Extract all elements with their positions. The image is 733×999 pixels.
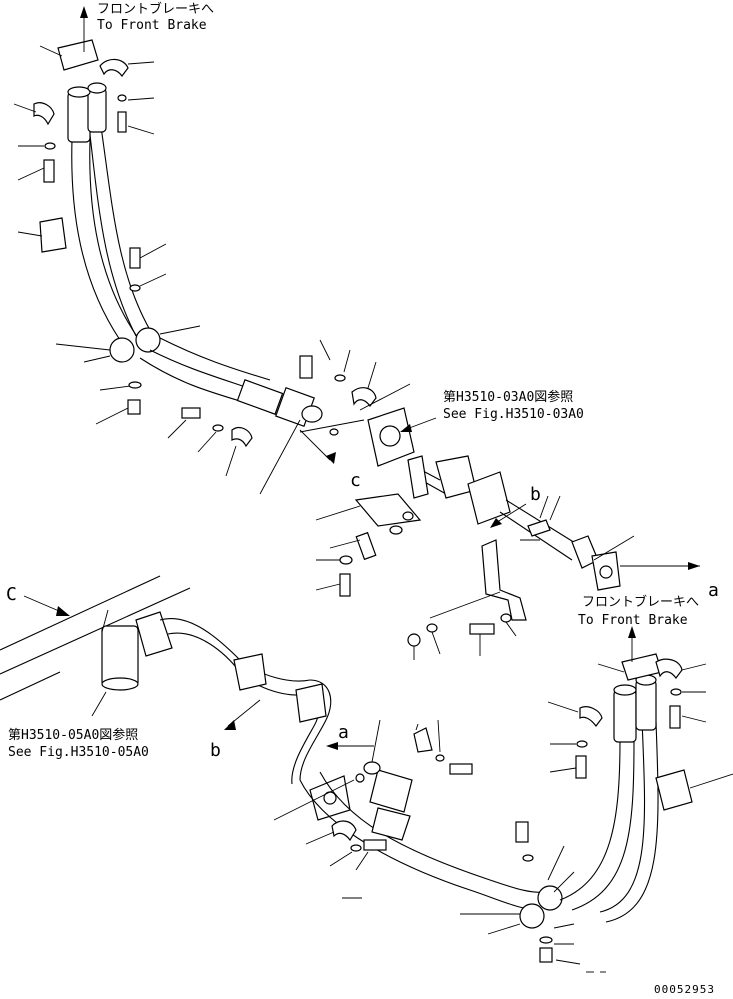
marker-c-mid-label: c xyxy=(350,470,361,491)
front-brake-jp-top: フロントブレーキへ xyxy=(97,1,214,17)
right-hose-assembly xyxy=(547,653,733,923)
ref-05a0-jp: 第H3510-05A0図参照 xyxy=(8,727,138,743)
front-brake-callout-top: フロントブレーキへ To Front Brake xyxy=(80,1,214,52)
bracket-area xyxy=(315,493,549,660)
marker-a-right: a xyxy=(620,562,719,601)
reference-05a0-callout: 第H3510-05A0図参照 See Fig.H3510-05A0 xyxy=(8,691,149,760)
front-brake-en-right: To Front Brake xyxy=(578,613,688,628)
ref-03a0-jp: 第H3510-03A0図参照 xyxy=(443,389,573,405)
lower-right-clamp-junction xyxy=(342,821,606,973)
marker-b-lower: b xyxy=(210,699,261,761)
marker-b-lower-label: b xyxy=(210,740,221,761)
lower-center-fittings xyxy=(273,719,549,911)
ref-05a0-en: See Fig.H3510-05A0 xyxy=(8,745,149,760)
marker-a-right-label: a xyxy=(708,580,719,601)
drawing-number: 00052953 xyxy=(654,983,715,996)
marker-b-mid: b xyxy=(490,484,541,528)
lower-left-frame xyxy=(0,575,351,821)
reference-03a0-callout: 第H3510-03A0図参照 See Fig.H3510-03A0 xyxy=(400,389,584,432)
middle-fittings xyxy=(167,339,415,495)
marker-c-mid: c xyxy=(350,470,361,491)
marker-a-lower-label: a xyxy=(338,722,349,743)
front-brake-en-top: To Front Brake xyxy=(97,18,207,33)
marker-b-mid-label: b xyxy=(530,484,541,505)
ref-03a0-en: See Fig.H3510-03A0 xyxy=(443,407,584,422)
front-brake-callout-right: フロントブレーキへ To Front Brake xyxy=(578,594,699,662)
marker-c-left-label: C xyxy=(6,584,17,605)
center-clamp-junction xyxy=(55,243,271,425)
marker-c-left: C xyxy=(6,584,70,616)
marker-a-lower: a xyxy=(326,722,374,750)
main-pipe-center-right xyxy=(407,455,635,591)
upper-left-hose-assembly xyxy=(13,39,155,341)
front-brake-jp-right: フロントブレーキへ xyxy=(582,594,699,610)
